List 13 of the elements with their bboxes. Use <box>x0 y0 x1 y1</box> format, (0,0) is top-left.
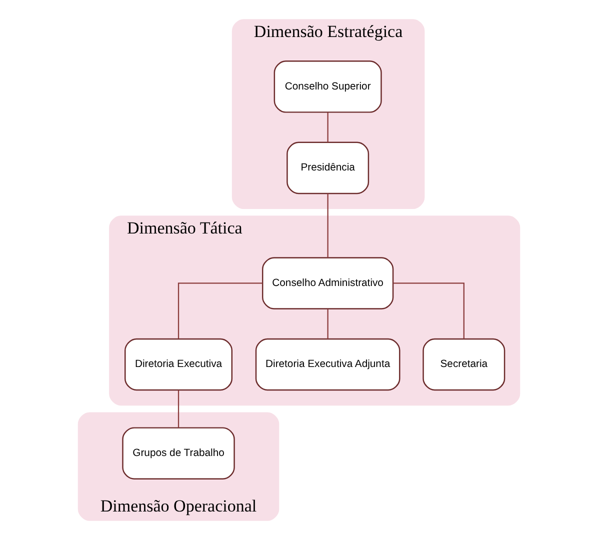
connector <box>327 194 328 258</box>
node-box: Secretaria <box>422 338 506 391</box>
node-box: Conselho Administrativo <box>262 257 394 310</box>
connector <box>178 282 262 339</box>
node-box: Conselho Superior <box>274 60 382 113</box>
connector <box>178 390 180 428</box>
node-box: Diretoria Executiva Adjunta <box>255 338 400 391</box>
connector <box>327 112 328 142</box>
connector <box>327 308 328 339</box>
node-box: Diretoria Executiva <box>124 338 233 391</box>
node-box: Presidência <box>286 142 370 194</box>
connector <box>393 282 464 339</box>
node-box: Grupos de Trabalho <box>122 427 235 480</box>
